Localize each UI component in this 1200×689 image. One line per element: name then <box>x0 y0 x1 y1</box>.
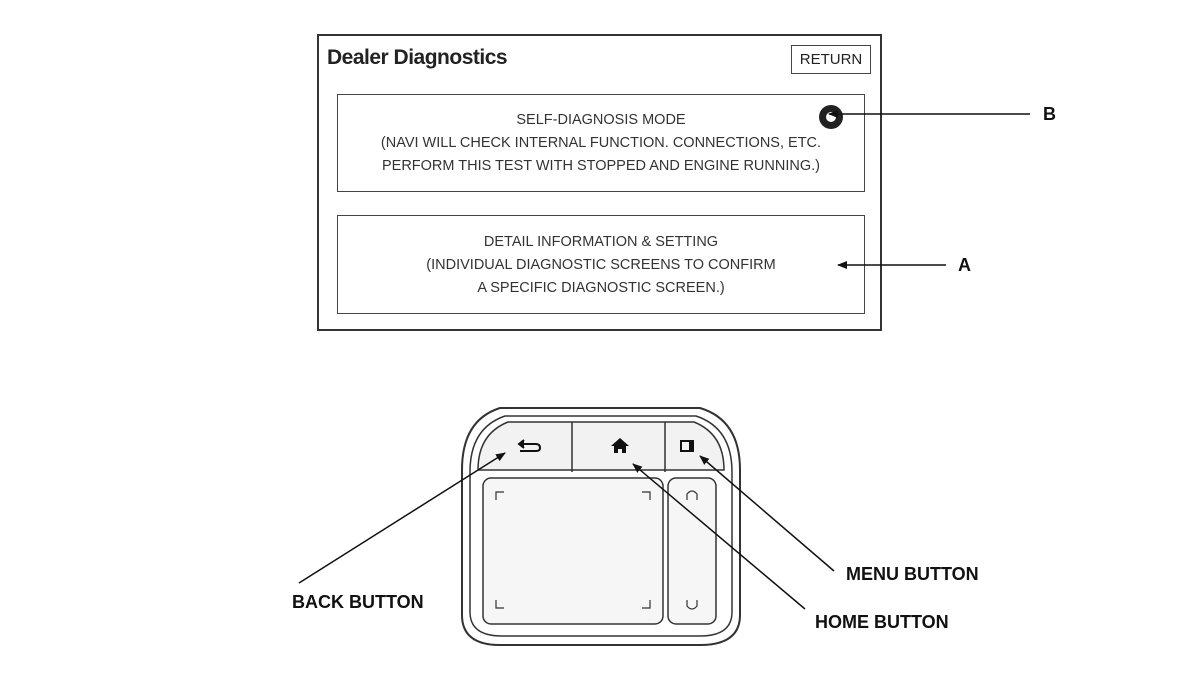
back-arrow-icon[interactable] <box>517 439 542 452</box>
self-diagnosis-desc-1: (NAVI WILL CHECK INTERNAL FUNCTION. CONN… <box>380 135 822 151</box>
self-diagnosis-desc-2: PERFORM THIS TEST WITH STOPPED AND ENGIN… <box>381 158 820 174</box>
leader-line-home <box>632 463 806 610</box>
button-strip <box>477 421 725 471</box>
detail-info-desc-2: A SPECIFIC DIAGNOSTIC SCREEN.) <box>477 280 725 296</box>
callout-home-button: HOME BUTTON <box>815 612 949 632</box>
leader-line-back <box>298 452 506 584</box>
return-button[interactable]: RETURN <box>791 45 871 74</box>
home-icon[interactable] <box>611 438 629 453</box>
callout-menu-button: MENU BUTTON <box>846 564 979 584</box>
touchpad-outer-shell <box>461 407 741 646</box>
scroll-strip <box>667 477 717 625</box>
callout-back-button: BACK BUTTON <box>292 592 424 612</box>
callout-a: A <box>958 255 971 275</box>
screen-title: Dealer Diagnostics <box>327 46 508 69</box>
detail-info-desc-1: (INDIVIDUAL DIAGNOSTIC SCREENS TO CONFIR… <box>426 257 776 273</box>
self-diagnosis-title: SELF-DIAGNOSIS MODE <box>516 112 686 128</box>
dealer-diagnostics-screen: Dealer Diagnostics RETURN SELF-DIAGNOSIS… <box>317 34 882 331</box>
detail-info-title: DETAIL INFORMATION & SETTING <box>483 234 719 250</box>
touchpad-controller <box>461 407 741 646</box>
touch-surface <box>482 477 664 625</box>
menu-icon[interactable] <box>680 440 694 452</box>
touchpad-inner-shell <box>469 415 733 637</box>
callout-b: B <box>1043 104 1056 124</box>
detail-information-setting-button[interactable]: DETAIL INFORMATION & SETTING (INDIVIDUAL… <box>337 215 865 314</box>
leader-line-menu <box>699 455 835 572</box>
